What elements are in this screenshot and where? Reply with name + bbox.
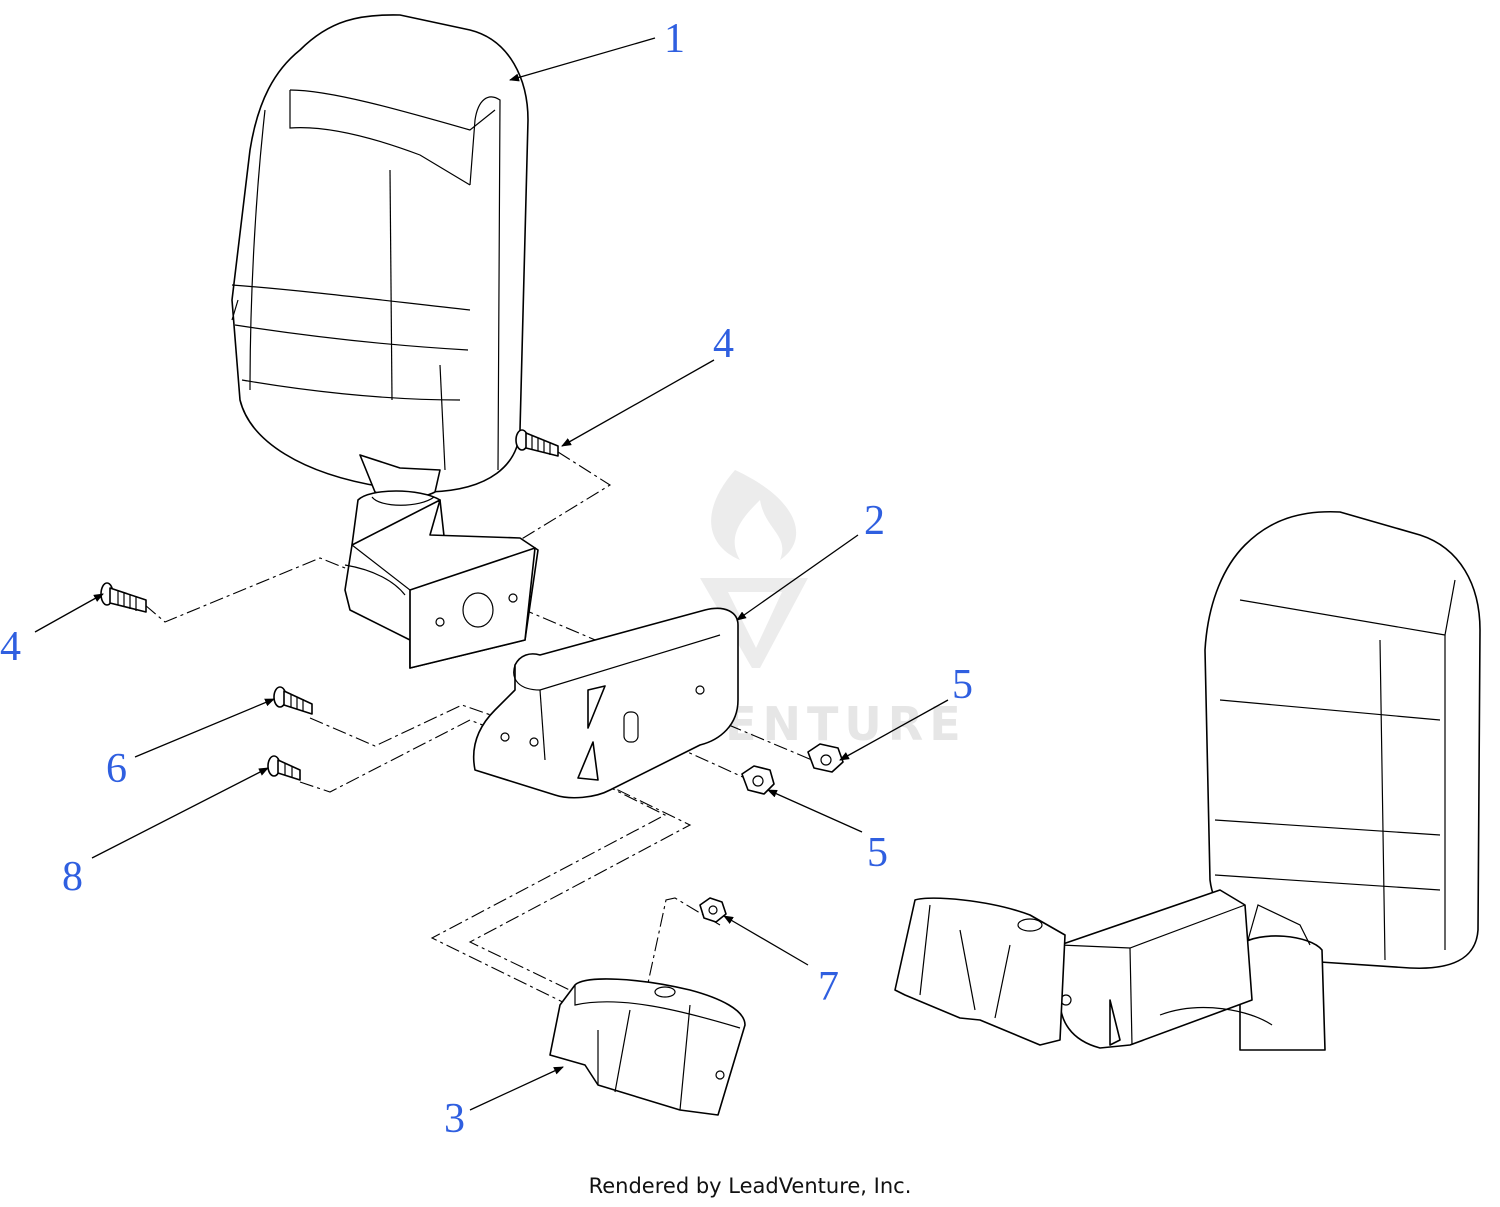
tube-clamp xyxy=(549,978,746,1116)
callout-5-lower[interactable]: 5 xyxy=(867,830,888,876)
callout-1[interactable]: 1 xyxy=(664,16,685,62)
mounting-bracket xyxy=(472,607,739,799)
callout-4-left[interactable]: 4 xyxy=(0,624,21,670)
upper-screw xyxy=(515,429,559,457)
upper-left-screw xyxy=(273,686,313,715)
mirror-assembly-right xyxy=(894,510,1481,1051)
callouts: 1 2 3 4 4 5 5 6 7 8 xyxy=(0,16,973,1142)
clamp-nut xyxy=(699,897,727,923)
leader-lines xyxy=(34,37,949,1111)
callout-8[interactable]: 8 xyxy=(62,854,83,900)
lower-left-screw xyxy=(267,755,301,781)
callout-7[interactable]: 7 xyxy=(818,964,839,1010)
lower-flange-nut xyxy=(741,765,775,795)
callout-3[interactable]: 3 xyxy=(444,1096,465,1142)
mirror-head-upper xyxy=(231,14,539,669)
upper-flange-nut xyxy=(807,743,844,773)
callout-4-upper[interactable]: 4 xyxy=(713,321,734,367)
callout-6[interactable]: 6 xyxy=(106,746,127,792)
left-screw xyxy=(100,582,147,613)
callout-5-upper[interactable]: 5 xyxy=(952,662,973,708)
render-credit: Rendered by LeadVenture, Inc. xyxy=(588,1174,912,1198)
callout-2[interactable]: 2 xyxy=(864,498,885,544)
